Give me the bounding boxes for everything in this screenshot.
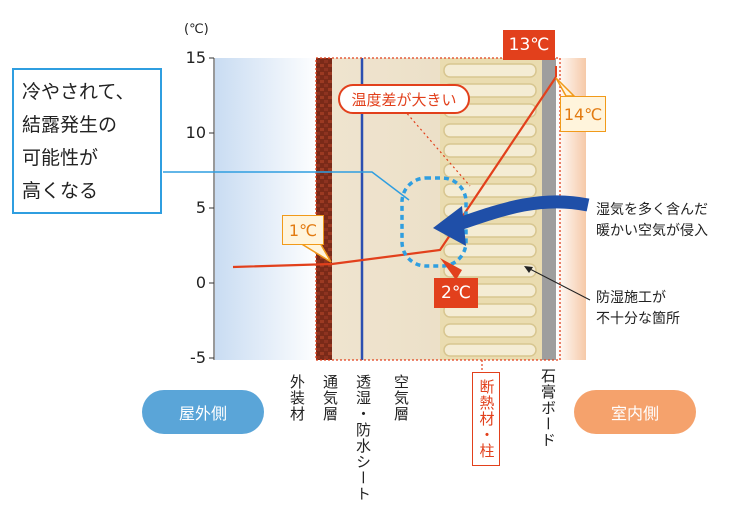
inner-surface-temp-callout: 2℃ (434, 278, 478, 308)
humid-air-note: 湿気を多く含んだ 暖かい空気が侵入 (596, 200, 708, 242)
board-temp-value: 13℃ (508, 35, 550, 55)
gypsum-board (542, 58, 556, 360)
layer-label-moisture-sheet: 透湿・防水シート (354, 374, 372, 502)
condensation-warning-box: 冷やされて、 結露発生の 可能性が 高くなる (12, 68, 162, 214)
humid-air-arrow-body (453, 195, 590, 232)
warning-line: 冷やされて、 (22, 81, 135, 103)
humid-air-line: 暖かい空気が侵入 (596, 223, 708, 239)
exterior-finish-layer (316, 58, 332, 360)
warning-connector (163, 171, 410, 201)
temp-difference-label: 温度差が大きい (351, 90, 457, 109)
y-tick-label: 0 (195, 273, 206, 292)
room-temp-callout: 14℃ (560, 96, 606, 132)
room-temp-value: 14℃ (563, 104, 603, 124)
inner-surface-temp-value: 2℃ (441, 283, 471, 303)
vapor-barrier-line: 不十分な箇所 (596, 311, 680, 327)
y-tick-label: 10 (185, 123, 206, 142)
temp-diff-pointer (403, 109, 471, 187)
vapor-barrier-note: 防湿施工が 不十分な箇所 (596, 288, 680, 330)
layer-label-insulation: 断熱材・柱 (477, 379, 496, 459)
humid-air-arrow-head (433, 206, 466, 246)
y-tick-label: -5 (190, 348, 206, 367)
indoor-side-label: 室内側 (610, 404, 659, 423)
outdoor-side-label: 屋外側 (178, 404, 227, 423)
callout-2c-tail (440, 258, 462, 280)
layer-label-ventilation: 通気層 (321, 374, 339, 422)
layer-label-gypsum-board: 石膏ボード (539, 368, 557, 448)
warning-line: 高くなる (22, 180, 99, 202)
outdoor-cold-zone (215, 58, 320, 360)
insulation-label-box: 断熱材・柱 (472, 372, 500, 466)
layer-label-exterior-finish: 外装材 (288, 374, 306, 422)
layer-label-air-layer: 空気層 (392, 374, 410, 422)
humid-air-line: 湿気を多く含んだ (596, 202, 708, 218)
y-tick-label: 5 (195, 198, 206, 217)
vapor-barrier-pointer (527, 267, 591, 301)
warning-line: 可能性が (22, 147, 99, 169)
indoor-side-pill: 室内側 (574, 390, 696, 434)
outer-temp-callout: 1℃ (282, 215, 324, 245)
temp-difference-callout: 温度差が大きい (338, 84, 470, 114)
outer-temp-value: 1℃ (288, 220, 318, 240)
outdoor-side-pill: 屋外側 (142, 390, 264, 434)
warning-line: 結露発生の (22, 114, 118, 136)
y-axis-unit: (℃) (184, 22, 209, 37)
y-axis-ticks (209, 57, 214, 359)
vapor-barrier-line: 防湿施工が (596, 290, 666, 306)
y-tick-label: 15 (185, 48, 206, 67)
wall-outline (315, 57, 561, 361)
board-temp-callout: 13℃ (503, 30, 555, 60)
temperature-profile-line (232, 76, 557, 269)
